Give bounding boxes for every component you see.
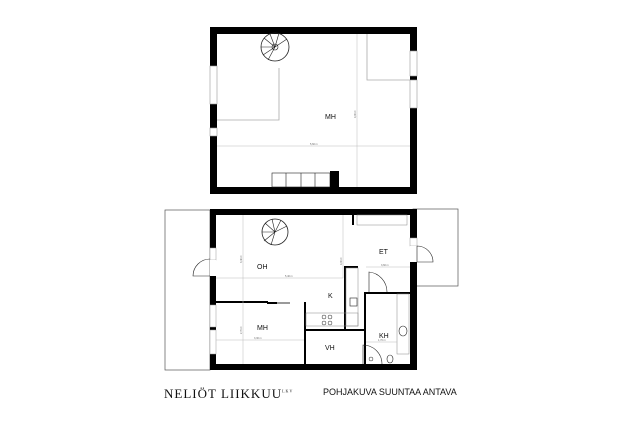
wall [210, 187, 417, 194]
toilet-icon [386, 354, 394, 364]
dimension-label: 2,70 m [240, 326, 243, 334]
wall [410, 27, 417, 194]
wall [366, 292, 410, 294]
window [209, 247, 217, 261]
kitchen-counter [345, 267, 359, 327]
kitchen-counter [305, 312, 359, 327]
window [209, 329, 217, 355]
window [209, 127, 218, 137]
window [409, 237, 418, 247]
door-swing [368, 271, 388, 293]
stove-icon [321, 314, 333, 326]
door-swing [192, 258, 211, 277]
bathroom-counter [396, 293, 410, 355]
dimension-label: 4,30 m [340, 257, 343, 265]
railing [366, 34, 410, 81]
wall [410, 209, 417, 370]
room-label: MH [257, 325, 268, 332]
room-label: KH [379, 333, 389, 340]
brand-name: NELIÖT LIIKKUU [164, 386, 283, 401]
wall [344, 266, 346, 329]
spiral-stair-icon [260, 32, 290, 62]
sink-icon [349, 297, 358, 307]
chimney [330, 171, 339, 187]
dimension-label: 1,70 m [378, 339, 386, 342]
room-label: VH [325, 345, 335, 352]
disclaimer-note: POHJAKUVA SUUNTAA ANTAVA [323, 387, 457, 397]
dimension-label: 5,40 m [285, 275, 293, 278]
stairs [271, 172, 331, 188]
dimension-label: 3,30 m [254, 337, 262, 340]
door-swing [362, 344, 383, 365]
lower-floor: 5,40 m 3,40 m 4,30 m 3,60 m 3,30 m 2,70 … [164, 208, 459, 371]
dimension-label: 3,60 m [381, 264, 389, 267]
wall [304, 302, 306, 364]
shower-icon [368, 356, 374, 362]
wall [210, 209, 417, 215]
wall [267, 302, 277, 304]
wardrobe [356, 214, 408, 226]
door-swing [416, 245, 434, 263]
wall [364, 292, 366, 364]
brand-logo: NELIÖT LIIKKUULKV [164, 386, 293, 402]
door-opening [210, 260, 216, 276]
wall [352, 215, 354, 225]
washbasin-icon [398, 325, 408, 337]
stair-opening [217, 68, 280, 121]
dimension-label: 5,60 m [310, 143, 318, 146]
window [209, 65, 218, 105]
dimension-label: 4,30 m [354, 110, 357, 118]
room-label: OH [257, 264, 268, 271]
wall [210, 27, 217, 194]
wall [210, 364, 417, 370]
door-opening [410, 246, 417, 262]
porch [412, 208, 459, 287]
wall [344, 266, 358, 268]
upper-floor: 5,60 m 4,30 m MH [209, 27, 418, 194]
wall [210, 209, 216, 370]
wall [210, 27, 417, 34]
wall [216, 301, 268, 303]
dimension-label: 3,40 m [240, 255, 243, 263]
room-label: MH [325, 114, 336, 121]
window [409, 50, 418, 77]
spiral-stair-icon [261, 218, 289, 246]
room-label: ET [379, 249, 389, 256]
window [409, 79, 418, 109]
window [209, 304, 217, 328]
brand-mark: LKV [282, 388, 294, 394]
room-label: K [328, 293, 333, 300]
terrace [164, 209, 211, 371]
wall [304, 329, 366, 331]
